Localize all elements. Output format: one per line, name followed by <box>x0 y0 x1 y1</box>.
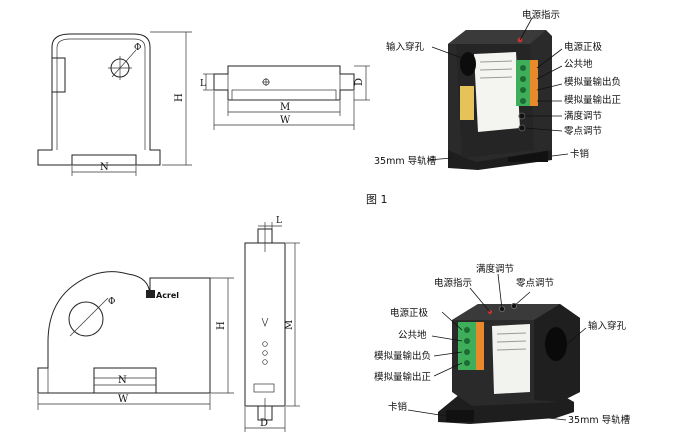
fig2-side-view: L M D <box>244 216 300 432</box>
fig2-callout-input-hole: 输入穿孔 <box>588 320 627 332</box>
fig1-callout-rail-groove: 35mm 导轨槽 <box>374 155 437 167</box>
fig2-dim-w: W <box>118 394 129 405</box>
fig2-callout-zero-adjust: 零点调节 <box>516 278 554 289</box>
fig2-callout-power-positive: 电源正极 <box>390 307 429 319</box>
fig1-side-view: L D M W <box>200 65 370 130</box>
fig2-dim-d: D <box>260 418 268 429</box>
fig1-callout-power-positive: 电源正极 <box>564 41 603 53</box>
fig1-callout-common-ground: 公共地 <box>564 58 593 70</box>
fig2-dim-phi: Φ <box>108 297 115 307</box>
fig1-dim-m: M <box>280 102 290 113</box>
fig2-callout-clip: 卡销 <box>388 401 408 413</box>
fig2-front-view: Φ Acrel H N W <box>37 271 234 410</box>
fig1-callout-zero-adjust: 零点调节 <box>564 126 602 137</box>
fig2-logo: Acrel <box>156 291 179 300</box>
fig2-dim-l: L <box>276 216 282 226</box>
fig1-callout-analog-pos: 模拟量输出正 <box>564 94 622 106</box>
fig2-callout-rail-groove: 35mm 导轨槽 <box>568 414 631 426</box>
fig2-dim-n: N <box>118 375 127 386</box>
fig2-callouts: 满度调节 电源指示 零点调节 电源正极 输入穿孔 公共地 模拟量输出负 模拟量输… <box>374 263 631 426</box>
fig1-callout-clip: 卡销 <box>570 148 590 160</box>
fig1-callout-full-adjust: 满度调节 <box>564 110 602 122</box>
fig1-callout-analog-neg: 模拟量输出负 <box>564 76 621 88</box>
fig1-callout-power-indicator: 电源指示 <box>522 9 560 21</box>
fig2-product-photo <box>438 302 580 424</box>
fig1-product-photo <box>448 30 552 170</box>
fig1-dim-h: H <box>174 93 185 102</box>
fig2-dim-h: H <box>216 321 227 330</box>
fig2-callout-power-indicator: 电源指示 <box>434 277 472 289</box>
fig1-dim-phi: Φ <box>134 43 141 53</box>
fig2-callout-analog-pos: 模拟量输出正 <box>374 371 432 383</box>
fig1-callouts: 电源指示 输入穿孔 电源正极 公共地 模拟量输出负 模拟量输出正 满度调节 零点… <box>374 9 622 167</box>
fig2-dim-m: M <box>284 320 295 330</box>
fig1-dim-d: D <box>354 78 365 86</box>
fig1-front-view: Φ H N <box>37 31 192 176</box>
fig1-callout-input-hole: 输入穿孔 <box>386 41 425 53</box>
fig2-callout-analog-neg: 模拟量输出负 <box>374 350 431 362</box>
fig1-dim-w: W <box>280 115 291 126</box>
fig1-dim-l: L <box>200 79 206 89</box>
fig2-callout-common-ground: 公共地 <box>398 329 427 341</box>
figure1-caption: 图 1 <box>366 193 388 206</box>
fig1-dim-n: N <box>100 162 109 173</box>
fig2-callout-full-adjust: 满度调节 <box>476 263 514 275</box>
